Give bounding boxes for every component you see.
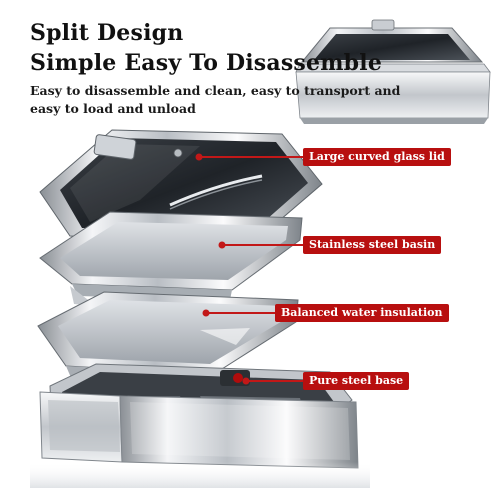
description-line-2: easy to load and unload xyxy=(30,101,196,116)
description-line-1: Easy to disassemble and clean, easy to t… xyxy=(30,83,401,98)
callout-steel-base: Pure steel base xyxy=(303,372,410,390)
steel-base-illustration xyxy=(30,363,370,488)
heading-line-1: Split Design xyxy=(30,20,184,46)
inset-product-image xyxy=(295,19,491,124)
callout-water-insulation: Balanced water insulation xyxy=(275,304,449,322)
heading-line-2: Simple Easy To Disassemble xyxy=(30,50,383,76)
callout-leaders xyxy=(195,153,303,385)
callout-steel-basin: Stainless steel basin xyxy=(303,236,442,254)
callout-glass-lid: Large curved glass lid xyxy=(303,148,451,166)
